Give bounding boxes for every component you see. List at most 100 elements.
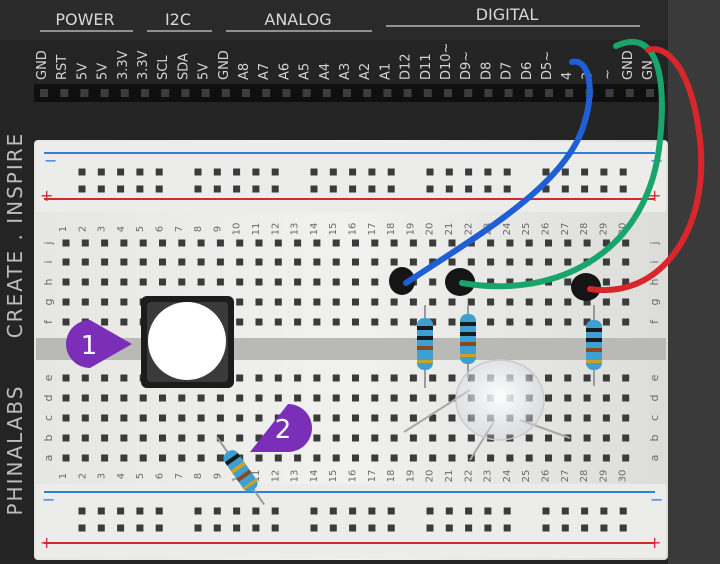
breadboard-hole bbox=[426, 524, 434, 532]
pin-label: D10~ bbox=[439, 43, 454, 80]
breadboard-hole bbox=[487, 258, 495, 266]
breadboard-hole bbox=[426, 507, 434, 515]
breadboard-hole bbox=[352, 239, 359, 247]
breadboard-hole bbox=[294, 298, 302, 306]
breadboard-hole bbox=[233, 185, 241, 193]
breadboard-hole bbox=[564, 454, 572, 462]
center-channel bbox=[36, 338, 666, 360]
column-number: 30 bbox=[618, 470, 629, 483]
breadboard-hole bbox=[487, 298, 495, 306]
breadboard-hole bbox=[487, 318, 495, 326]
breadboard-hole bbox=[581, 524, 589, 532]
breadboard-hole bbox=[622, 258, 630, 266]
led-lens bbox=[455, 359, 545, 441]
breadboard-hole bbox=[429, 239, 437, 247]
breadboard-hole bbox=[101, 258, 109, 266]
column-number: 20 bbox=[425, 223, 436, 236]
breadboard-hole bbox=[81, 454, 89, 462]
breadboard-hole bbox=[409, 434, 417, 442]
breadboard-hole bbox=[271, 168, 279, 176]
breadboard-hole bbox=[484, 524, 492, 532]
breadboard-hole bbox=[332, 239, 340, 247]
breadboard-hole bbox=[349, 507, 357, 515]
socket-hole bbox=[100, 89, 109, 97]
breadboard-hole bbox=[371, 278, 379, 286]
breadboard-hole bbox=[97, 185, 105, 193]
breadboard-hole bbox=[487, 454, 495, 462]
breadboard-hole bbox=[120, 298, 128, 306]
transistor-part bbox=[571, 273, 601, 301]
breadboard-hole bbox=[545, 434, 552, 442]
column-number: 4 bbox=[116, 473, 127, 479]
resistor bbox=[586, 305, 602, 386]
breadboard-hole bbox=[197, 434, 205, 442]
breadboard-hole bbox=[255, 239, 263, 247]
breadboard-hole bbox=[390, 434, 398, 442]
breadboard-hole bbox=[368, 524, 376, 532]
socket-hole bbox=[221, 89, 230, 97]
breadboard-hole bbox=[101, 374, 109, 382]
breadboard-hole bbox=[448, 258, 456, 266]
breadboard-hole bbox=[101, 394, 109, 402]
breadboard-hole bbox=[136, 507, 144, 515]
pin-label: A4 bbox=[318, 63, 333, 80]
breadboard-hole bbox=[236, 374, 244, 382]
column-number: 18 bbox=[386, 470, 397, 483]
breadboard-hole bbox=[352, 394, 359, 402]
breadboard-hole bbox=[545, 374, 552, 382]
breadboard-hole bbox=[387, 185, 395, 193]
column-number: 3 bbox=[97, 473, 108, 479]
breadboard-hole bbox=[139, 454, 147, 462]
column-number: 16 bbox=[348, 223, 359, 236]
breadboard-hole bbox=[101, 239, 109, 247]
breadboard-hole bbox=[503, 507, 511, 515]
breadboard-hole bbox=[159, 454, 166, 462]
breadboard-hole bbox=[484, 507, 492, 515]
marker-label: 2 bbox=[275, 415, 292, 445]
row-letter: i bbox=[42, 260, 55, 263]
breadboard-hole bbox=[448, 434, 456, 442]
breadboard-hole bbox=[390, 454, 398, 462]
column-number: 18 bbox=[386, 223, 397, 236]
column-number: 13 bbox=[290, 223, 301, 236]
pin-label: A7 bbox=[257, 63, 272, 80]
row-letter: c bbox=[42, 415, 55, 421]
breadboard-hole bbox=[178, 454, 186, 462]
breadboard-hole bbox=[155, 168, 163, 176]
column-number: 21 bbox=[444, 223, 455, 236]
resistor bbox=[417, 305, 433, 388]
breadboard-hole bbox=[409, 394, 417, 402]
breadboard-hole bbox=[581, 168, 589, 176]
breadboard-hole bbox=[136, 185, 144, 193]
breadboard-hole bbox=[409, 258, 417, 266]
row-letter: h bbox=[648, 278, 661, 285]
breadboard-hole bbox=[329, 524, 337, 532]
breadboard-hole bbox=[564, 239, 572, 247]
transistor-part bbox=[389, 267, 415, 295]
breadboard-hole bbox=[62, 434, 70, 442]
breadboard-hole bbox=[155, 524, 163, 532]
breadboard-hole bbox=[371, 239, 379, 247]
breadboard-hole bbox=[62, 394, 70, 402]
column-number: 13 bbox=[290, 470, 301, 483]
breadboard-hole bbox=[583, 374, 591, 382]
pin-label: D7 bbox=[500, 62, 515, 80]
pin-label: RST bbox=[55, 55, 70, 80]
breadboard-hole bbox=[178, 434, 186, 442]
pin-label: D12 bbox=[399, 53, 414, 80]
breadboard-hole bbox=[622, 318, 630, 326]
breadboard-hole bbox=[197, 239, 205, 247]
column-number: 14 bbox=[309, 470, 320, 483]
breadboard-hole bbox=[78, 524, 86, 532]
breadboard-hole bbox=[197, 278, 205, 286]
breadboard-hole bbox=[600, 185, 608, 193]
breadboard-hole bbox=[484, 185, 492, 193]
breadboard-hole bbox=[583, 414, 591, 422]
breadboard-hole bbox=[564, 414, 572, 422]
breadboard-hole bbox=[271, 185, 279, 193]
pin-label: D8 bbox=[479, 62, 494, 80]
breadboard-hole bbox=[561, 507, 569, 515]
breadboard-hole bbox=[236, 394, 244, 402]
marker-label: 1 bbox=[81, 331, 98, 361]
